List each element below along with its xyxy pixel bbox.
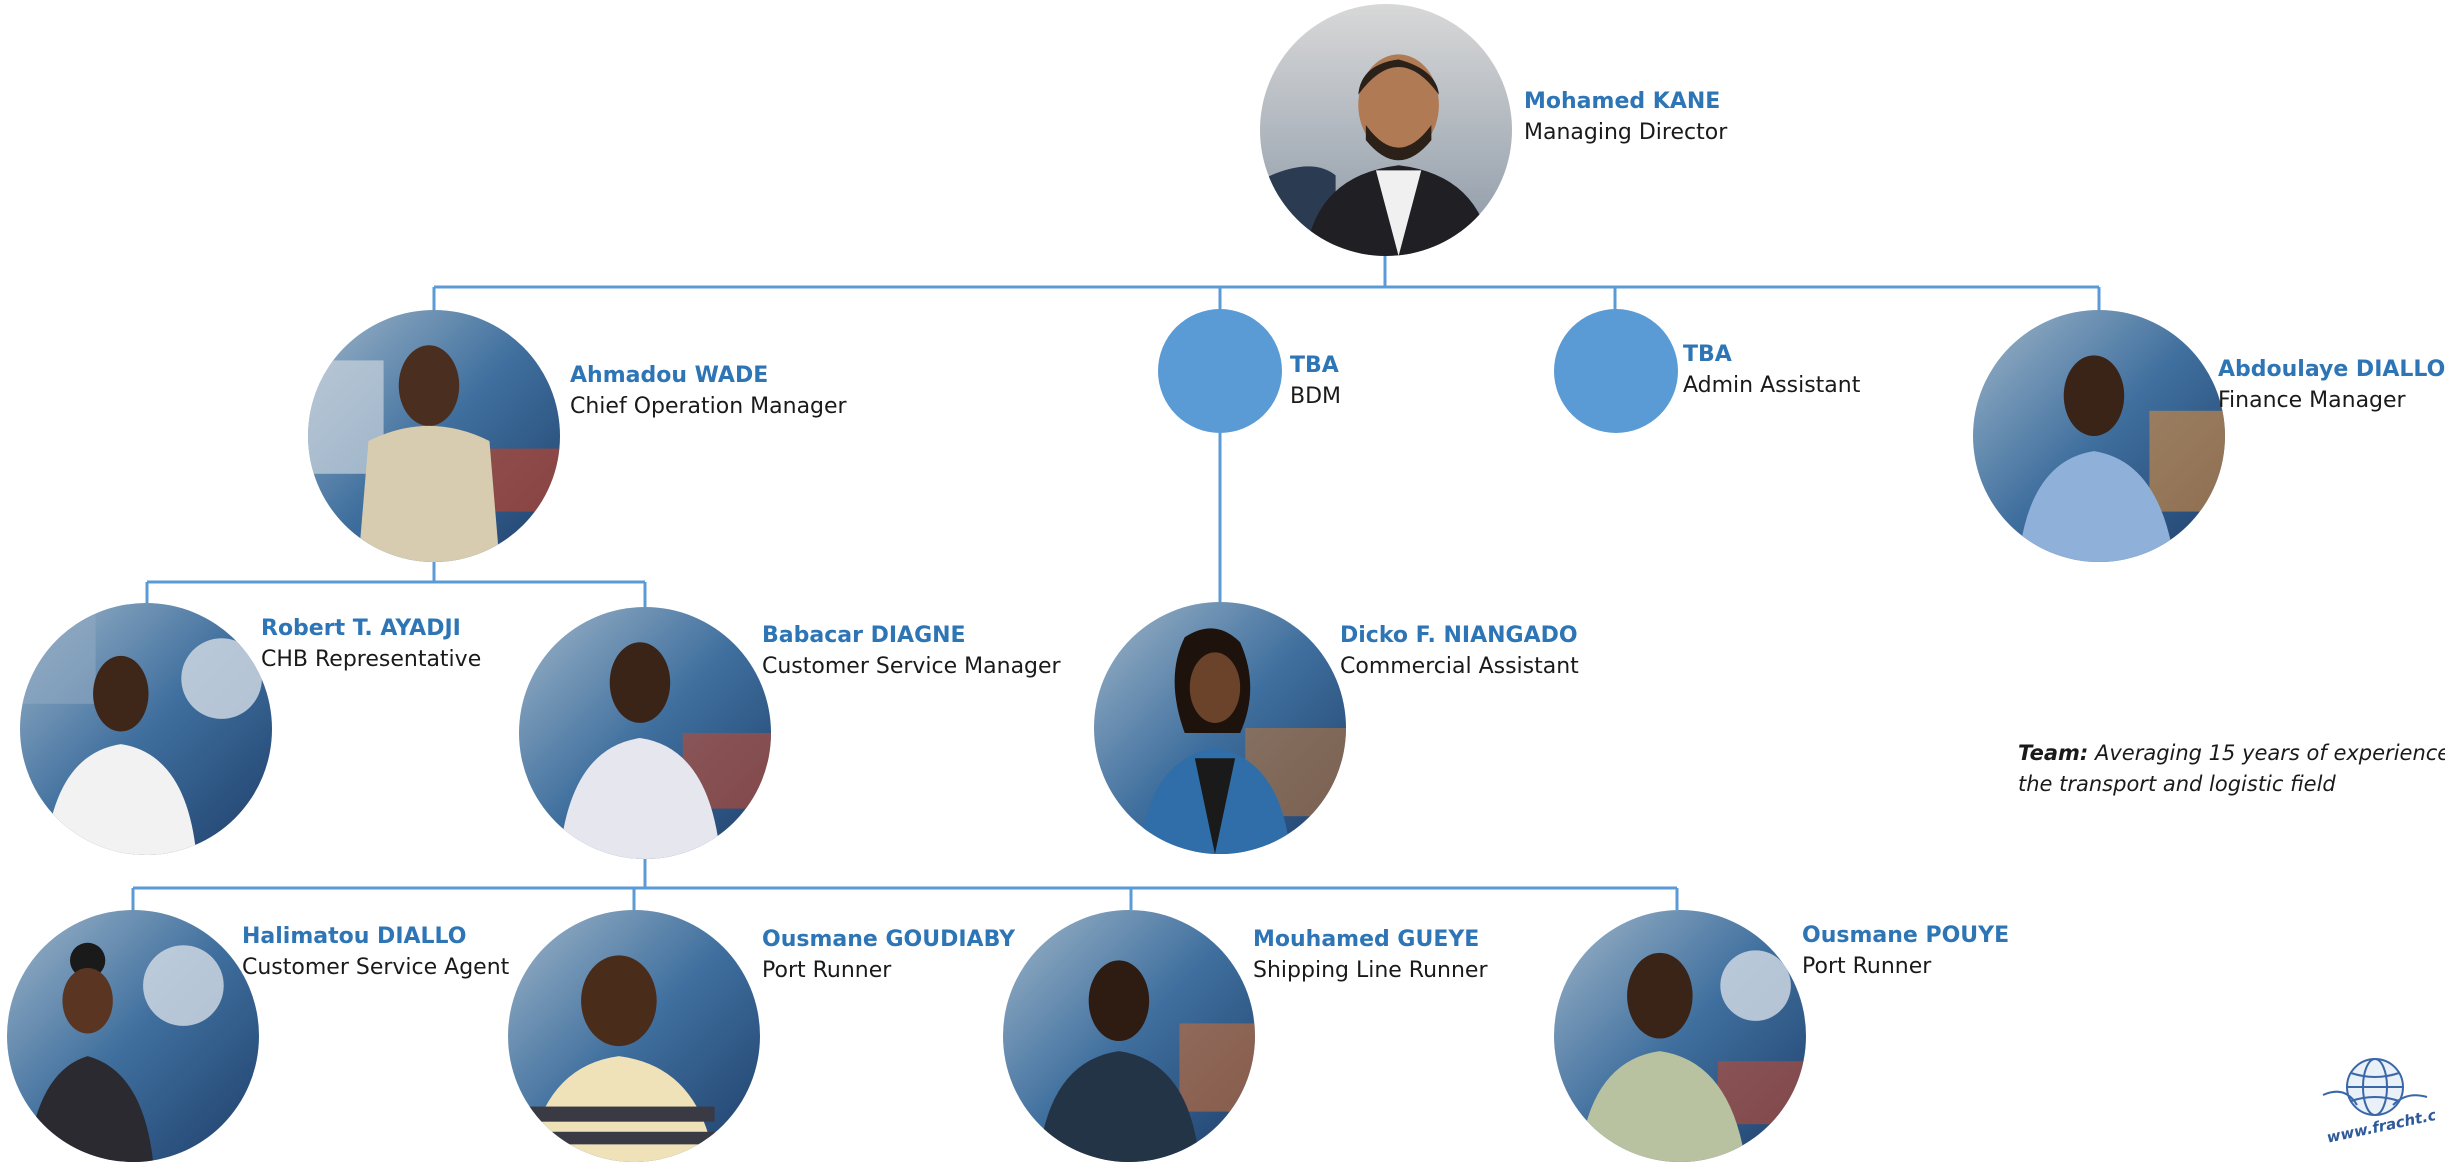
person-label-niangado: Dicko F. NIANGADO Commercial Assistant [1340, 620, 1579, 682]
avatar-photo [20, 603, 272, 855]
team-note-line-1: Team: Averaging 15 years of experience i… [2018, 738, 2445, 769]
team-note: Team: Averaging 15 years of experience i… [2018, 738, 2445, 800]
person-role: Port Runner [762, 958, 892, 983]
person-name: Abdoulaye DIALLO [2218, 357, 2445, 382]
person-photo-icon [1554, 910, 1806, 1162]
person-role: Chief Operation Manager [570, 394, 847, 419]
avatar-photo [1260, 4, 1512, 256]
person-role: CHB Representative [261, 647, 482, 672]
person-photo-icon [1003, 910, 1255, 1162]
person-photo-icon [519, 607, 771, 859]
person-label-gueye: Mouhamed GUEYE Shipping Line Runner [1253, 924, 1488, 986]
person-role: Customer Service Agent [242, 955, 510, 980]
person-role: Customer Service Manager [762, 654, 1061, 679]
person-role: Commercial Assistant [1340, 654, 1579, 679]
avatar-photo [1094, 602, 1346, 854]
placeholder-circle [1158, 309, 1282, 433]
person-label-admin: TBA Admin Assistant [1683, 339, 1860, 401]
person-name: TBA [1290, 353, 1339, 378]
avatar-photo [1554, 910, 1806, 1162]
person-label-kane: Mohamed KANE Managing Director [1524, 86, 1727, 148]
person-label-wade: Ahmadou WADE Chief Operation Manager [570, 360, 847, 422]
person-name: Halimatou DIALLO [242, 924, 467, 949]
person-name: TBA [1683, 342, 1732, 367]
globe-logo-icon: www.fracht.c [2322, 1058, 2438, 1147]
team-note-line-2: the transport and logistic field [2018, 772, 2336, 796]
person-label-goudiaby: Ousmane GOUDIABY Port Runner [762, 924, 1015, 986]
avatar-photo [519, 607, 771, 859]
person-role: Shipping Line Runner [1253, 958, 1488, 983]
person-photo-icon [7, 910, 259, 1162]
person-name: Ousmane GOUDIABY [762, 927, 1016, 952]
person-name: Robert T. AYADJI [261, 616, 461, 641]
person-name: Mouhamed GUEYE [1253, 927, 1480, 952]
person-name: Ahmadou WADE [570, 363, 769, 388]
person-photo-icon [508, 910, 760, 1162]
person-photo-icon [20, 603, 272, 855]
person-label-bdm: TBA BDM [1290, 350, 1341, 412]
person-name: Mohamed KANE [1524, 89, 1721, 114]
avatar-photo [508, 910, 760, 1162]
person-label-abdoulaye: Abdoulaye DIALLO Finance Manager [2218, 354, 2445, 416]
person-role: Admin Assistant [1683, 373, 1861, 398]
person-photo-icon [1094, 602, 1346, 854]
person-role: Managing Director [1524, 120, 1728, 145]
person-role: Port Runner [1802, 954, 1932, 979]
person-label-diagne: Babacar DIAGNE Customer Service Manager [762, 620, 1061, 682]
company-logo: www.fracht.c [2295, 1045, 2438, 1155]
placeholder-circle [1554, 309, 1678, 433]
person-label-ayadji: Robert T. AYADJI CHB Representative [261, 613, 481, 675]
avatar-photo [7, 910, 259, 1162]
team-note-text: Averaging 15 years of experience in [2088, 741, 2445, 765]
person-name: Babacar DIAGNE [762, 623, 966, 648]
person-label-halimatou: Halimatou DIALLO Customer Service Agent [242, 921, 509, 983]
person-photo-icon [1973, 310, 2225, 562]
person-photo-icon [1260, 4, 1512, 256]
team-note-label: Team: [2018, 741, 2089, 765]
avatar-photo [308, 310, 560, 562]
avatar-photo [1973, 310, 2225, 562]
person-role: BDM [1290, 384, 1342, 409]
avatar-photo [1003, 910, 1255, 1162]
person-role: Finance Manager [2218, 388, 2406, 413]
person-name: Dicko F. NIANGADO [1340, 623, 1578, 648]
person-photo-icon [308, 310, 560, 562]
person-name: Ousmane POUYE [1802, 923, 2010, 948]
person-label-pouye: Ousmane POUYE Port Runner [1802, 920, 2009, 982]
